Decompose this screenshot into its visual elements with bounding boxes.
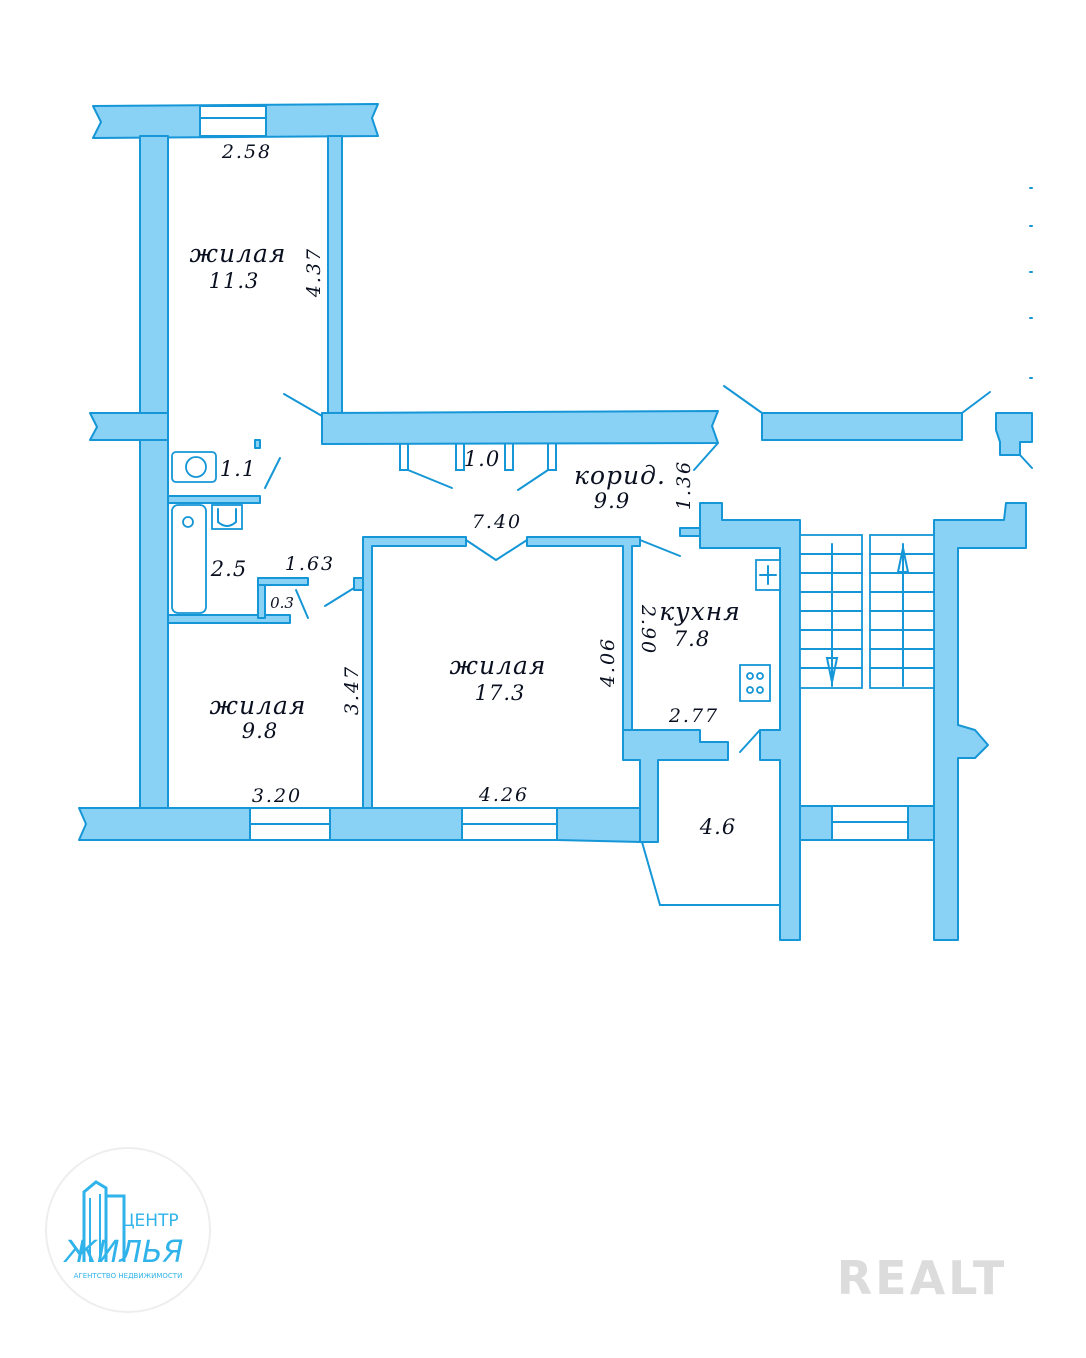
dim-left-room-width: 3.20	[252, 785, 302, 807]
room-area-living-left: 9.8	[242, 719, 278, 743]
area-balcony: 4.6	[699, 815, 736, 839]
sink-icon	[211, 504, 243, 530]
kitchen-sink-icon	[755, 559, 781, 591]
windows	[199, 105, 909, 841]
dim-closet-width: 1.63	[285, 553, 335, 575]
watermark: REALT	[837, 1251, 1008, 1305]
dim-center-room-width: 4.26	[478, 784, 529, 806]
stove-icon	[739, 664, 771, 702]
stairs-icon	[799, 534, 935, 689]
labels: жилая 11.3 2.58 4.37 1.1 2.5 1.63 0.3 1.…	[190, 141, 741, 839]
toilet-icon	[171, 451, 217, 483]
logo-line1: ЦЕНТР	[121, 1211, 178, 1231]
doors	[264, 187, 1033, 906]
logo-tagline: АГЕНТСТВО НЕДВИЖИМОСТИ	[74, 1272, 183, 1280]
dim-top-room-width: 2.58	[221, 141, 272, 163]
room-name-corridor: корид.	[574, 461, 666, 490]
room-name-living-left: жилая	[210, 691, 307, 720]
room-area-living-center: 17.3	[475, 681, 526, 705]
area-bathroom: 2.5	[210, 557, 247, 581]
room-name-kitchen: кухня	[659, 597, 741, 626]
room-area-corridor: 9.9	[594, 489, 630, 513]
room-area-living-top: 11.3	[209, 269, 260, 293]
dim-center-room-length: 4.06	[597, 637, 619, 688]
agency-logo: ЦЕНТР ЖИЛЬЯ АГЕНТСТВО НЕДВИЖИМОСТИ	[45, 1147, 211, 1313]
area-closet-corridor: 1.0	[464, 447, 500, 471]
room-name-living-center: жилая	[450, 651, 547, 680]
room-area-kitchen: 7.8	[674, 627, 710, 651]
area-toilet: 1.1	[220, 457, 256, 481]
walls	[78, 103, 1033, 941]
room-name-living-top: жилая	[190, 239, 287, 268]
fixtures	[171, 451, 935, 702]
bathtub-icon	[171, 504, 207, 614]
dim-top-room-length: 4.37	[303, 247, 325, 298]
dim-kitchen-length: 2.90	[637, 604, 659, 655]
dim-corridor-length: 7.40	[472, 511, 522, 533]
area-closet-small: 0.3	[270, 594, 294, 612]
logo-line2: ЖИЛЬЯ	[63, 1235, 184, 1270]
dim-kitchen-width: 2.77	[668, 705, 719, 727]
dim-corridor-width: 1.36	[673, 460, 695, 510]
dim-left-room-length: 3.47	[341, 665, 363, 715]
